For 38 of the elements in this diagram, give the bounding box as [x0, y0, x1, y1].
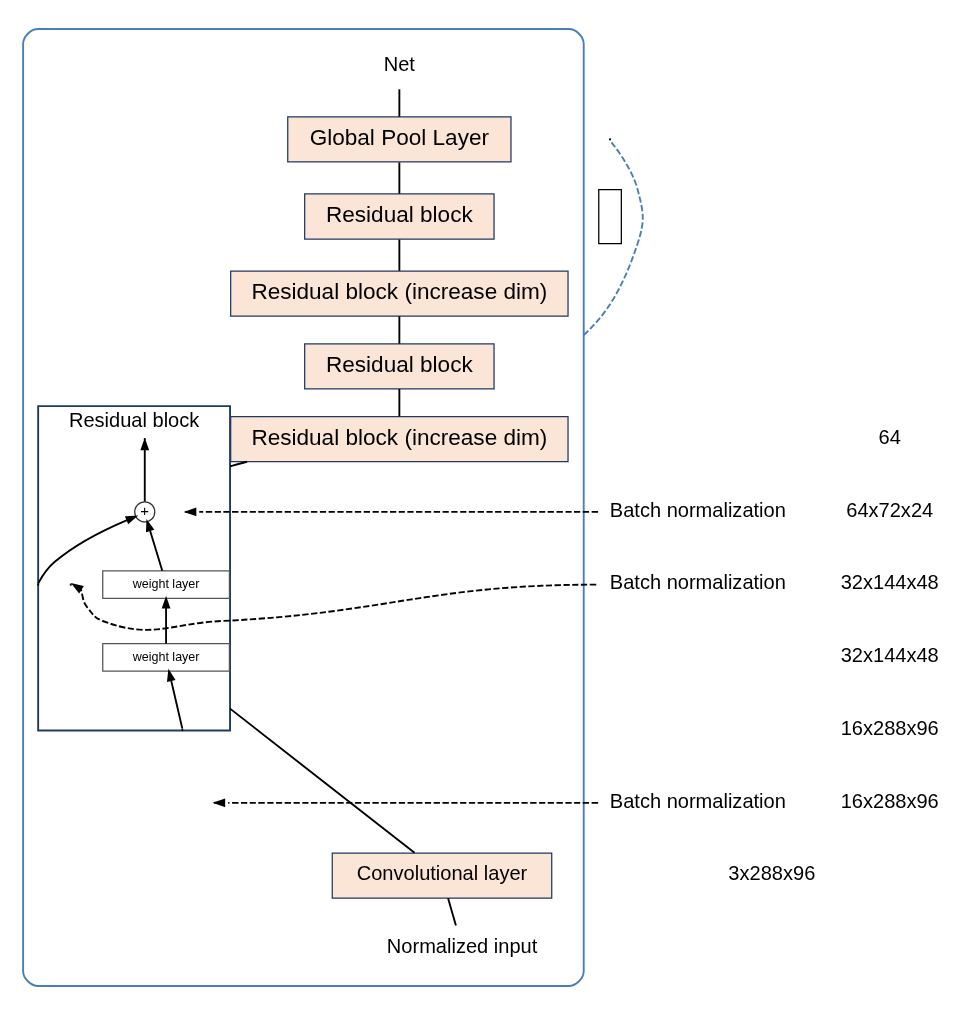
node-box: Residual block	[304, 343, 495, 390]
connector	[229, 460, 248, 468]
label: 64	[878, 425, 901, 448]
node-text: Net	[383, 53, 415, 76]
node-box: Residual block (increase dim)	[230, 270, 569, 317]
label: 3x288x96	[728, 862, 816, 885]
connector	[229, 707, 416, 854]
node-text: Normalized input	[386, 935, 538, 958]
node-box	[598, 188, 622, 245]
node-box: Residual block (increase dim)	[230, 415, 569, 463]
arrow	[37, 515, 139, 585]
connector	[398, 388, 401, 418]
node-box: Residual block	[304, 193, 495, 240]
arrow	[161, 595, 171, 645]
connector	[582, 139, 644, 337]
node-box: weight layer	[102, 570, 231, 600]
label: 32x144x48	[840, 571, 939, 594]
connector	[398, 238, 401, 272]
arrow	[145, 518, 164, 572]
node-box: weight layer	[102, 642, 231, 672]
cluster	[22, 28, 585, 987]
label: 16x288x96	[840, 716, 939, 739]
node-text: Batch normalization	[609, 498, 786, 521]
label: 16x288x96	[840, 789, 939, 812]
node-box: Global Pool Layer	[287, 116, 512, 163]
connector	[398, 315, 401, 345]
node-text: Batch normalization	[609, 789, 786, 812]
connector	[398, 161, 401, 195]
node-circle: +	[134, 501, 156, 523]
connector	[398, 88, 401, 118]
arrow	[140, 437, 150, 503]
connector	[447, 897, 457, 927]
arrow	[167, 668, 184, 730]
node-text: Batch normalization	[609, 571, 786, 594]
arrow	[70, 583, 598, 631]
label: 64x72x24	[846, 498, 934, 521]
label: 32x144x48	[840, 644, 939, 667]
node-box: Convolutional layer	[331, 852, 553, 899]
